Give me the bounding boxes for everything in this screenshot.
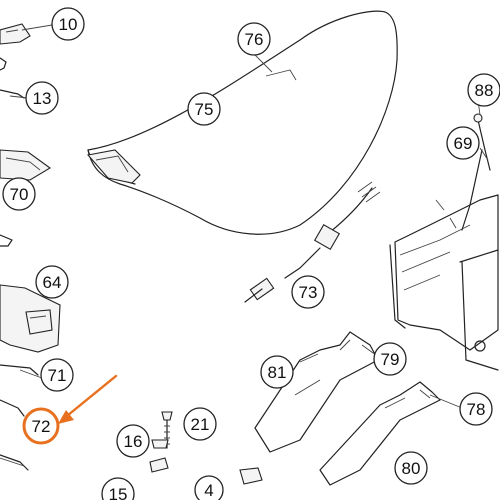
callout-21[interactable]: 21 xyxy=(183,407,217,441)
callout-70[interactable]: 70 xyxy=(2,177,36,211)
callout-80-label: 80 xyxy=(402,459,421,478)
callout-88[interactable]: 88 xyxy=(467,73,500,107)
callout-10[interactable]: 10 xyxy=(51,7,85,41)
seat-part xyxy=(86,10,398,235)
callout-79[interactable]: 79 xyxy=(373,342,407,376)
callout-69-label: 69 xyxy=(454,134,473,153)
callout-10-label: 10 xyxy=(59,15,78,34)
callout-75-label: 75 xyxy=(195,100,214,119)
callout-76-label: 76 xyxy=(245,30,264,49)
callout-81[interactable]: 81 xyxy=(260,355,294,389)
callout-64[interactable]: 64 xyxy=(35,265,69,299)
callout-16-label: 16 xyxy=(124,432,143,451)
callout-78[interactable]: 78 xyxy=(459,392,493,426)
callout-71[interactable]: 71 xyxy=(40,358,74,392)
callout-79-label: 79 xyxy=(381,350,400,369)
callout-21-label: 21 xyxy=(191,415,210,434)
callout-64-label: 64 xyxy=(43,273,62,292)
bracket-parts xyxy=(254,331,441,486)
callout-88-label: 88 xyxy=(475,81,494,100)
callout-13-label: 13 xyxy=(33,89,52,108)
callout-4[interactable]: 4 xyxy=(194,475,224,500)
callout-15-label: 15 xyxy=(109,485,128,500)
callout-81-label: 81 xyxy=(268,363,287,382)
callout-72-label: 72 xyxy=(32,417,51,436)
leader-lines xyxy=(9,24,489,409)
callout-70-label: 70 xyxy=(10,185,29,204)
callout-73[interactable]: 73 xyxy=(291,275,325,309)
callout-69[interactable]: 69 xyxy=(446,126,480,160)
callout-4-label: 4 xyxy=(204,481,213,500)
callout-76[interactable]: 76 xyxy=(237,22,271,56)
callout-71-label: 71 xyxy=(48,366,67,385)
left-fairing-parts xyxy=(0,23,61,471)
callout-13[interactable]: 13 xyxy=(25,81,59,115)
side-cover-part xyxy=(389,113,499,371)
small-hardware-parts xyxy=(149,411,263,485)
cable-part xyxy=(244,181,381,303)
highlight-arrow xyxy=(58,374,118,424)
callout-80[interactable]: 80 xyxy=(394,451,428,485)
callout-73-label: 73 xyxy=(299,283,318,302)
callout-15[interactable]: 15 xyxy=(101,477,135,500)
callout-78-label: 78 xyxy=(467,400,486,419)
callout-16[interactable]: 16 xyxy=(116,424,150,458)
callout-72[interactable]: 72 xyxy=(22,407,60,445)
callout-75[interactable]: 75 xyxy=(187,92,221,126)
